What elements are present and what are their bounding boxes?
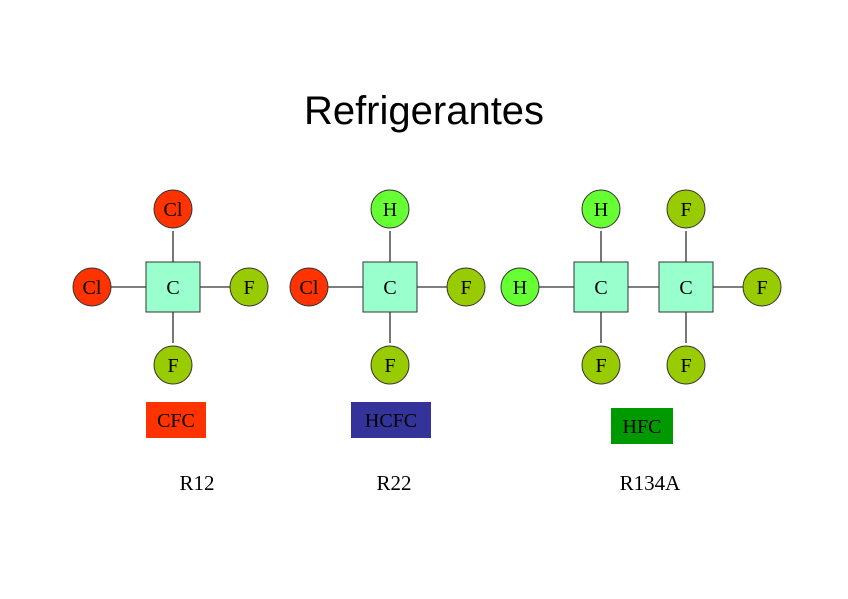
hydrogen-atom — [370, 189, 410, 229]
hydrogen-atom-label: H — [513, 277, 527, 299]
hydrogen-atom — [581, 189, 621, 229]
carbon-atom — [573, 261, 629, 313]
fluorine-atom — [153, 345, 193, 385]
fluorine-atom-label: F — [756, 277, 767, 299]
fluorine-atom-label: F — [167, 355, 178, 377]
hydrogen-atom-label: H — [383, 199, 397, 221]
class-badge-label: CFC — [157, 410, 195, 432]
carbon-atom-label: C — [594, 277, 607, 299]
class-badge-label: HFC — [623, 416, 662, 438]
class-badge-hfc — [611, 408, 673, 444]
fluorine-atom-label: F — [460, 277, 471, 299]
fluorine-atom — [742, 267, 782, 307]
class-badge-cfc — [146, 402, 206, 438]
fluorine-atom — [666, 189, 706, 229]
fluorine-atom-label: F — [243, 277, 254, 299]
class-badge-hcfc — [351, 402, 431, 438]
fluorine-atom — [229, 267, 269, 307]
refrigerant-code-label: R134A — [620, 471, 682, 495]
carbon-atom-label: C — [383, 277, 396, 299]
fluorine-atom — [370, 345, 410, 385]
fluorine-atom-label: F — [680, 199, 691, 221]
fluorine-atom-label: F — [384, 355, 395, 377]
slide-title: Refrigerantes — [303, 89, 545, 133]
hydrogen-atom-label: H — [594, 199, 608, 221]
chlorine-atom — [153, 189, 193, 229]
carbon-atom — [145, 261, 201, 313]
refrigerant-code-label: R12 — [179, 471, 214, 495]
carbon-atom-label: C — [166, 277, 179, 299]
carbon-atom-label: C — [679, 277, 692, 299]
labels-layer: CFC R12 HCFC R22 HFC R134A — [146, 402, 681, 495]
refrigerant-code-label: R22 — [376, 471, 411, 495]
chlorine-atom — [289, 267, 329, 307]
carbon-atom — [362, 261, 418, 313]
class-badge-label: HCFC — [365, 410, 417, 432]
fluorine-atom — [581, 345, 621, 385]
carbon-atom — [658, 261, 714, 313]
fluorine-atom-label: F — [595, 355, 606, 377]
hydrogen-atom — [500, 267, 540, 307]
molecule-r134a: C C H H F F F F — [500, 189, 782, 385]
fluorine-atom — [446, 267, 486, 307]
chlorine-atom — [72, 267, 112, 307]
fluorine-atom-label: F — [680, 355, 691, 377]
chlorine-atom-label: Cl — [300, 277, 319, 299]
chlorine-atom-label: Cl — [83, 277, 102, 299]
chlorine-atom-label: Cl — [164, 199, 183, 221]
fluorine-atom — [666, 345, 706, 385]
bonds-layer — [111, 231, 743, 343]
